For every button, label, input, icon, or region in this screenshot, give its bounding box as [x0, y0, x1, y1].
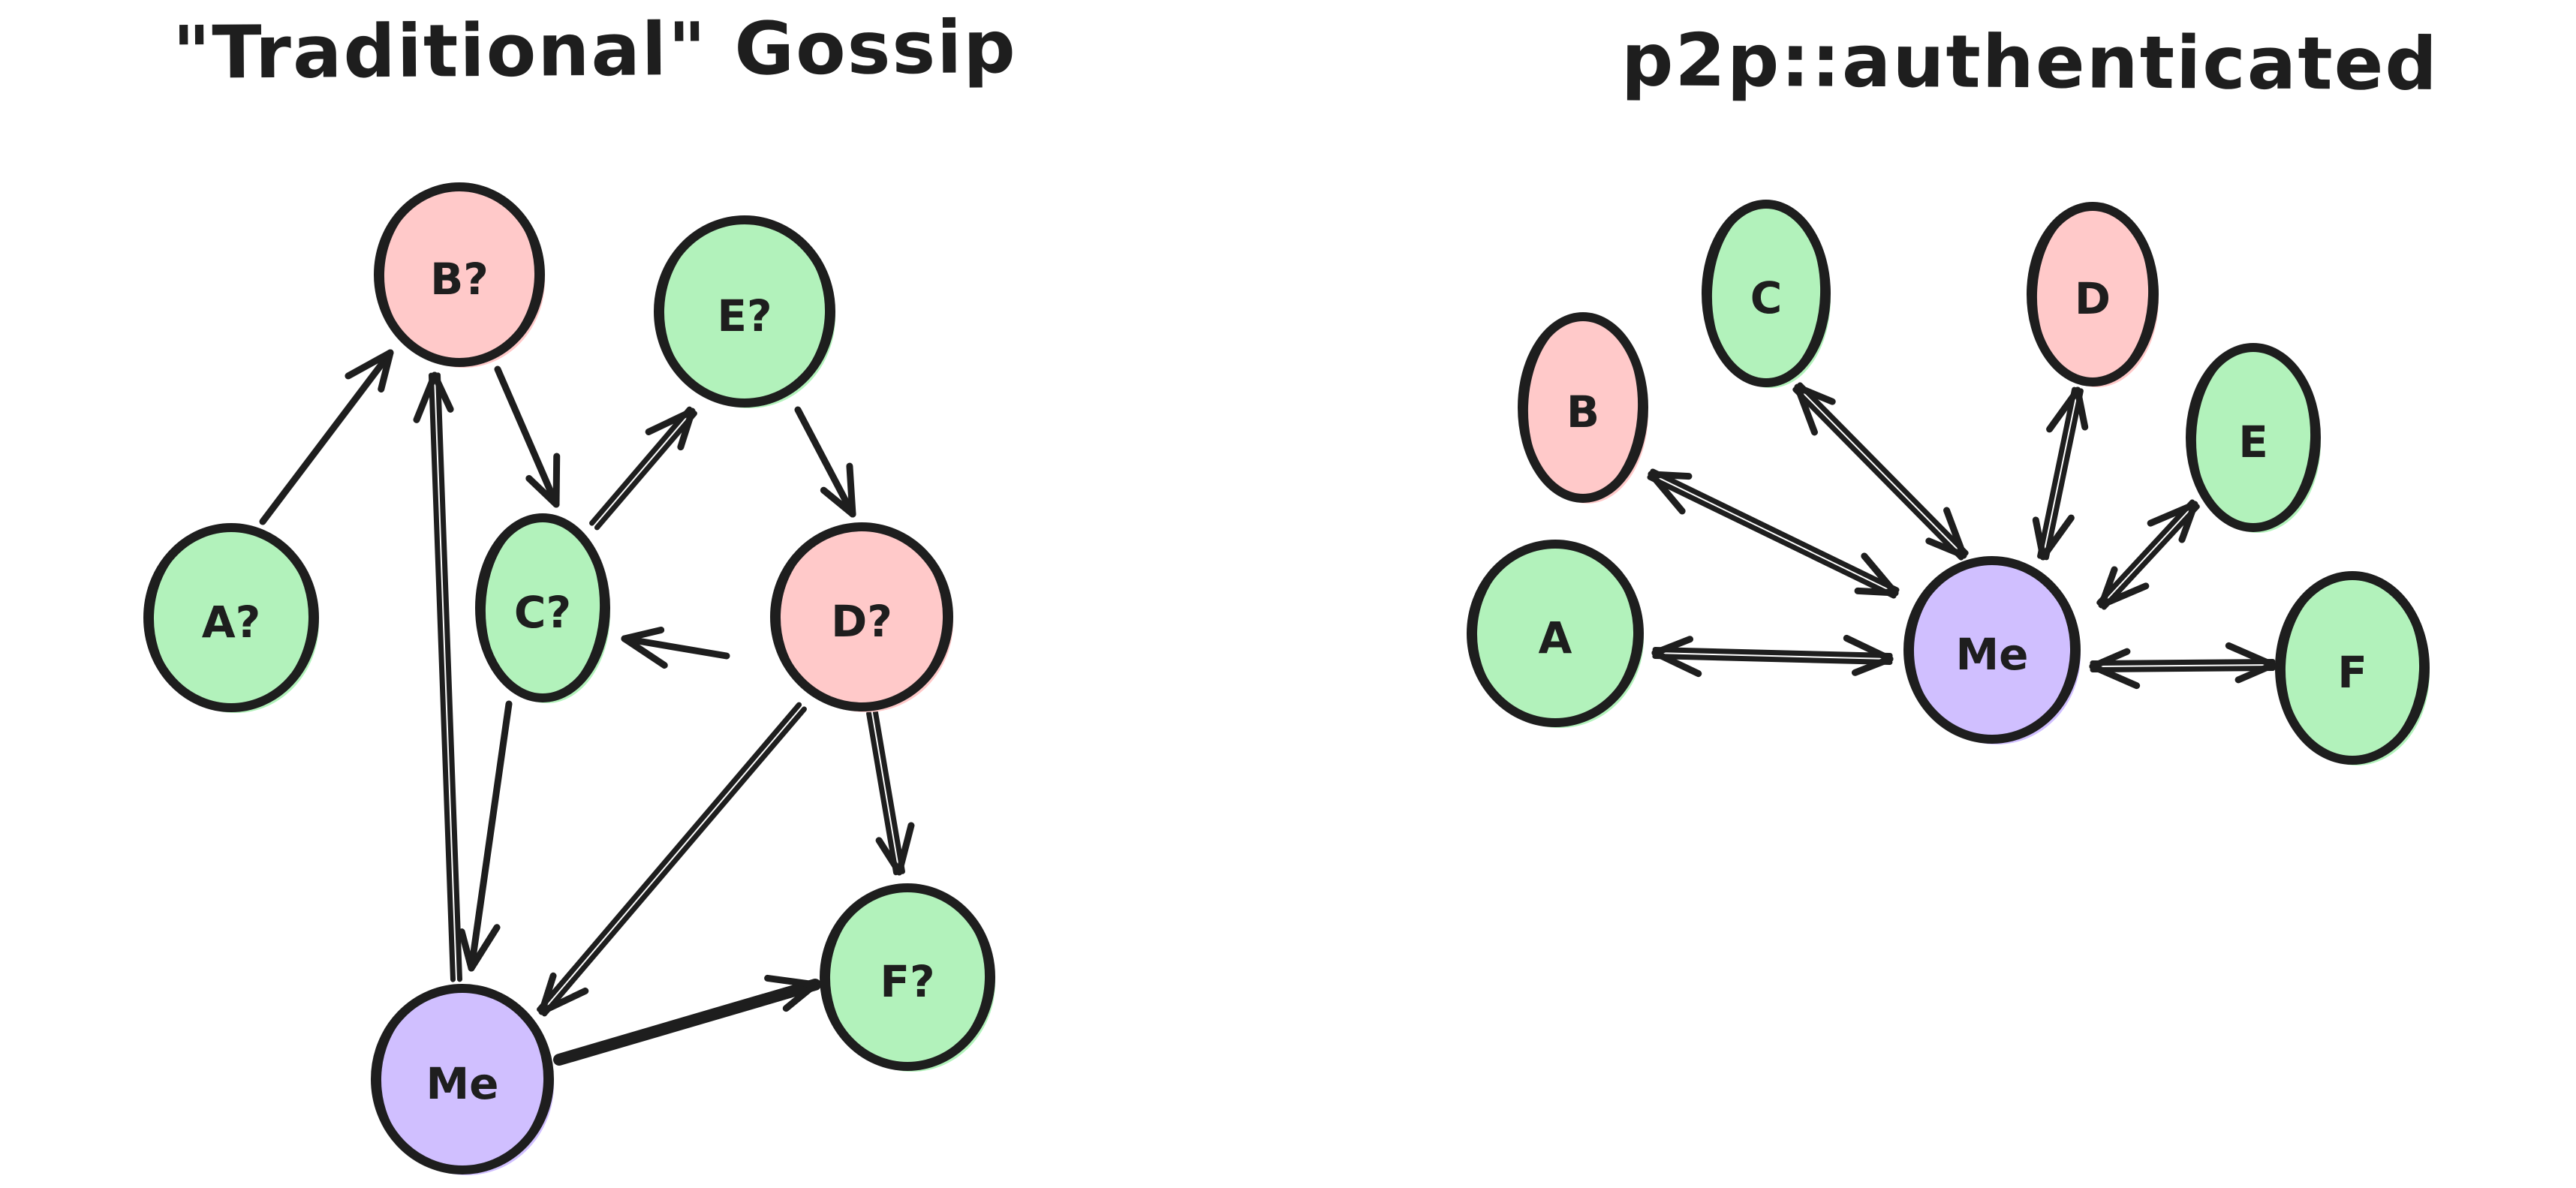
edge-A-B-arrowhead	[378, 349, 394, 392]
edge-D-Me-arrowhead	[538, 972, 557, 1015]
edge-Me-B-arrowhead	[413, 371, 438, 423]
edge-B-Me-arrowhead	[1854, 587, 1899, 597]
edge-B-C	[494, 365, 560, 508]
edge-F-Me	[2090, 665, 2276, 672]
edge-A-Me-arrowhead	[1851, 655, 1894, 676]
edge-Me-B-arrowhead	[431, 371, 454, 413]
node-B-sketch-stroke	[379, 183, 540, 366]
edge-F-Me-arrowhead	[2089, 663, 2141, 690]
node-C-sketch-stroke	[1707, 200, 1825, 386]
edge-E-Me-arrowhead	[2098, 582, 2150, 609]
node-A-sketch-stroke	[1472, 540, 1639, 726]
edge-D-F	[872, 709, 905, 874]
edge-B-Me	[1647, 474, 1897, 599]
edge-A-B	[259, 349, 394, 525]
edge-D-Me	[541, 706, 807, 1017]
edge-Me-B	[435, 372, 462, 982]
edge-D-Me-arrowhead	[2032, 516, 2047, 561]
edge-F-Me	[2090, 659, 2276, 666]
edge-C-Me-arrowhead	[468, 924, 501, 972]
edge-Me-F-arrowhead	[764, 974, 819, 988]
edge-C-E-arrowhead	[677, 408, 696, 451]
edge-D-Me-arrowhead	[2039, 514, 2075, 561]
node-C-label: C	[1750, 272, 1783, 323]
edge-E-Me-arrowhead	[2178, 501, 2198, 543]
edge-E-D	[794, 406, 856, 518]
edge-C-Me	[468, 700, 513, 972]
edge-D-Me-arrowhead	[2074, 386, 2089, 431]
edge-Me-F	[553, 979, 821, 1066]
edge-F-Me-arrowhead	[2225, 642, 2277, 669]
edge-Me-B	[429, 372, 456, 982]
edge-D-Me-arrowhead	[2046, 386, 2081, 433]
node-E-label: E?	[717, 290, 772, 341]
edge-C-E-arrowhead	[645, 408, 696, 435]
edge-E-D-arrowhead	[820, 486, 856, 518]
node-Me-label: Me	[1955, 629, 2028, 680]
node-E-sketch-stroke	[2191, 344, 2316, 531]
edge-C-Me-arrowhead	[458, 928, 475, 972]
node-F-sketch-stroke	[825, 884, 990, 1070]
node-B-sketch-stroke	[1523, 313, 1643, 502]
edge-C-Me-arrowhead	[1794, 383, 1836, 405]
node-A-label: A	[1539, 612, 1572, 663]
node-E-label: E	[2238, 417, 2268, 468]
edge-E-Me	[2096, 499, 2195, 606]
edge-C-Me-arrowhead	[1943, 507, 1967, 559]
edge-A-Me	[1652, 647, 1893, 659]
node-F-label: F?	[880, 956, 934, 1007]
edge-D-Me	[2043, 388, 2084, 561]
edge-A-B-arrowhead	[345, 349, 394, 380]
edge-E-Me-arrowhead	[2098, 566, 2118, 609]
edge-D-F-arrowhead	[875, 837, 903, 876]
node-E-sketch-stroke	[659, 216, 830, 407]
edge-E-Me	[2101, 504, 2200, 610]
node-D-label: D?	[831, 596, 892, 647]
edge-B-Me	[1650, 468, 1900, 593]
edge-B-Me-arrowhead	[1648, 471, 1686, 515]
node-D-sketch-stroke	[2032, 203, 2153, 386]
edge-D-Me-arrowhead	[538, 987, 589, 1015]
node-B-label: B	[1566, 386, 1599, 438]
edge-E-Me-arrowhead	[2147, 501, 2198, 527]
edge-A-Me-arrowhead	[1843, 634, 1894, 663]
edge-C-Me	[1792, 386, 1964, 561]
node-F-label: F	[2337, 647, 2367, 698]
edge-B-C-arrowhead	[552, 453, 561, 508]
edge-D-F-arrowhead	[895, 822, 915, 876]
edge-F-Me-arrowhead	[2089, 648, 2131, 670]
node-F-sketch-stroke	[2280, 572, 2424, 764]
edge-D-C	[621, 635, 730, 660]
node-Me-label: Me	[426, 1058, 498, 1109]
edge-A-Me-arrowhead	[1651, 636, 1694, 657]
edge-A-Me-arrowhead	[1651, 649, 1702, 678]
edge-D-Me	[537, 702, 802, 1012]
edge-B-Me-arrowhead	[1648, 471, 1693, 480]
edge-C-Me-arrowhead	[1794, 383, 1818, 436]
edge-C-E	[594, 411, 697, 531]
node-D-label: D	[2075, 273, 2111, 324]
node-Me-sketch-stroke	[376, 985, 549, 1174]
edge-C-E	[589, 406, 693, 526]
node-A-label: A?	[202, 597, 261, 648]
node-C-sketch-stroke	[480, 514, 605, 702]
edge-A-Me	[1652, 653, 1893, 665]
edge-D-F	[866, 711, 899, 876]
node-C-label: C?	[514, 587, 571, 638]
edge-E-D-arrowhead	[846, 462, 856, 518]
node-D-sketch-stroke	[775, 523, 948, 711]
edge-D-C-arrowhead	[621, 635, 668, 669]
edge-B-Me-arrowhead	[1861, 552, 1899, 597]
edge-F-Me-arrowhead	[2234, 661, 2277, 684]
edge-D-Me	[2037, 386, 2078, 559]
edge-C-Me	[1797, 382, 1969, 556]
edge-D-C-arrowhead	[621, 626, 665, 642]
edge-C-Me-arrowhead	[1925, 537, 1967, 559]
node-B-label: B?	[430, 254, 489, 305]
node-A-sketch-stroke	[149, 524, 314, 711]
node-Me-sketch-stroke	[1909, 557, 2075, 743]
edge-Me-F-arrowhead	[782, 981, 819, 1012]
edge-B-C-arrowhead	[525, 474, 560, 508]
